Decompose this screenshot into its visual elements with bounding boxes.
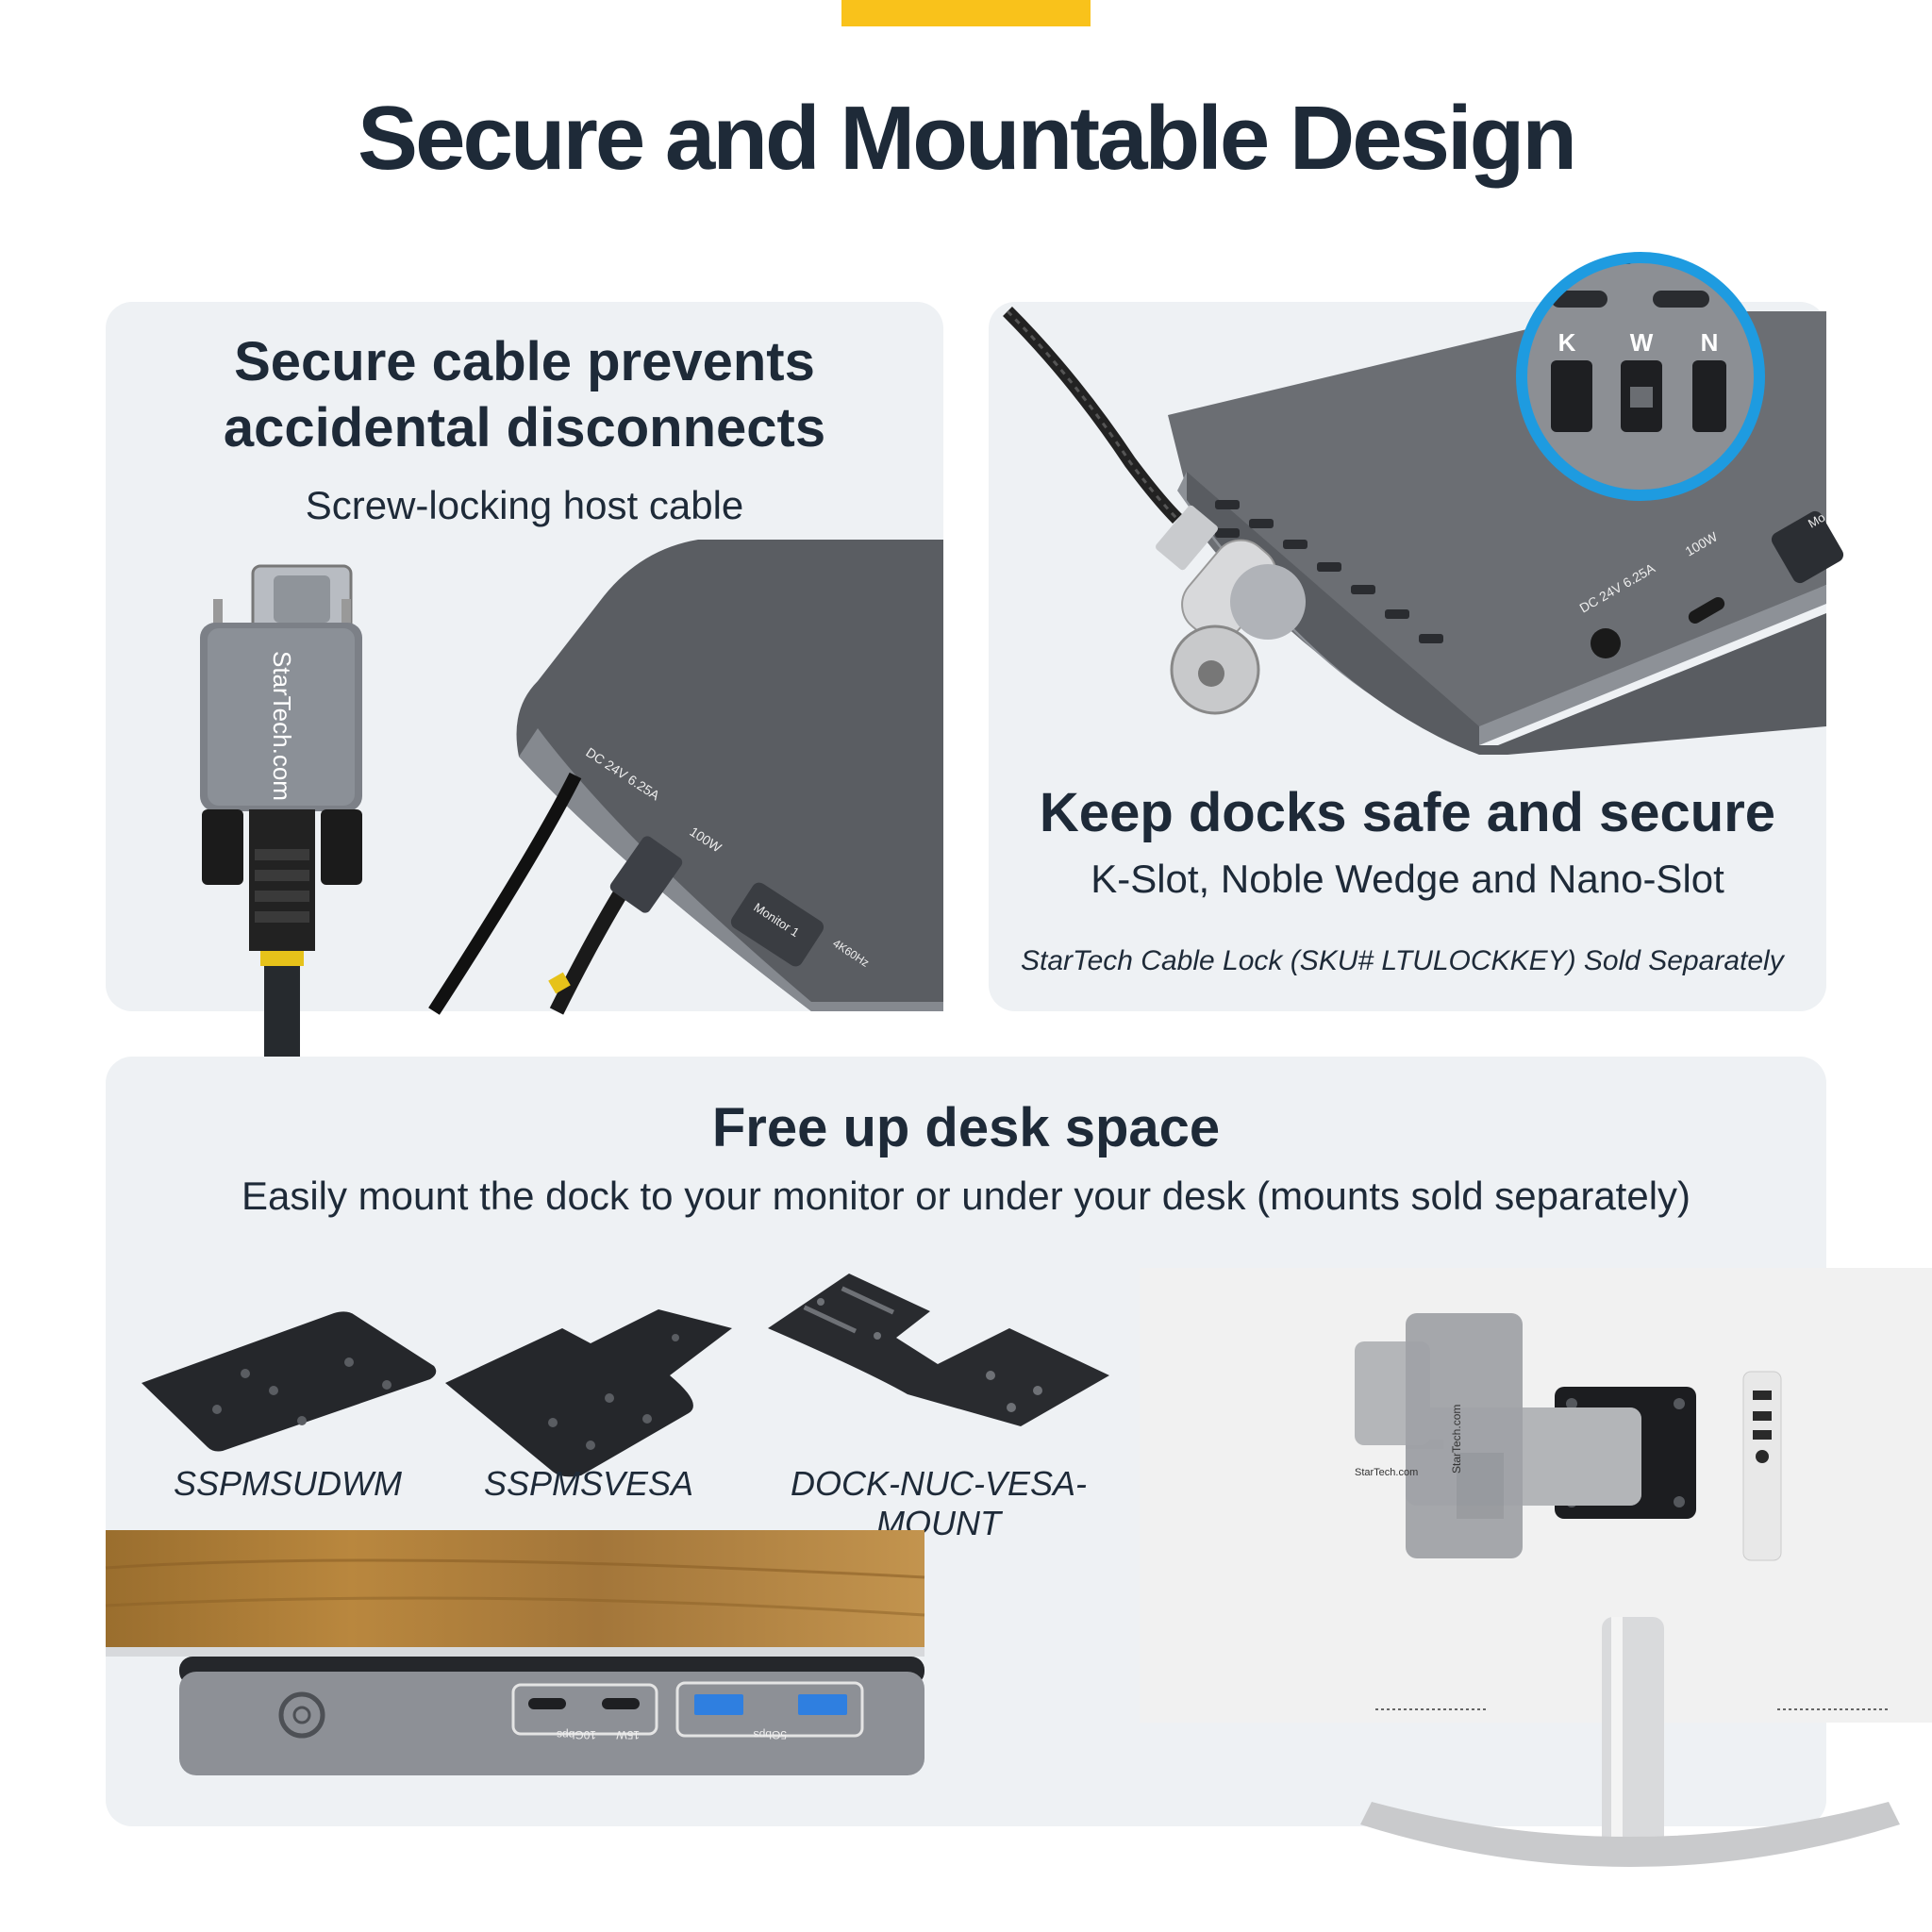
- dock-usba-speed-label: 5Gbps: [754, 1728, 787, 1741]
- connector-brand-text: StarTech.com: [268, 651, 296, 801]
- mount-plate-sspmsudwm-image: [142, 1311, 437, 1452]
- page-title: Secure and Mountable Design: [358, 88, 1577, 189]
- monitor-dock-brand-text: StarTech.com: [1450, 1405, 1463, 1474]
- mount-label-sspmsvesa: SSPMSVESA: [483, 1464, 694, 1503]
- slot-label-k: K: [1558, 328, 1576, 357]
- dock-usbc-speed-label: 10Gbps: [557, 1728, 596, 1741]
- cable-subheading: Screw-locking host cable: [305, 483, 744, 527]
- monitor-dock-brand-text-2: StarTech.com: [1355, 1467, 1418, 1478]
- cable-heading-line1: Secure cable prevents: [234, 331, 815, 392]
- lock-heading: Keep docks safe and secure: [1039, 782, 1776, 843]
- mount-subheading: Easily mount the dock to your monitor or…: [241, 1174, 1691, 1218]
- mount-label-sspmsudwm: SSPMSUDWM: [174, 1464, 402, 1503]
- lock-slots-zoom-image: K W N: [1516, 252, 1765, 501]
- lock-subheading: K-Slot, Noble Wedge and Nano-Slot: [1091, 857, 1724, 901]
- monitor-mounted-dock-image: StarTech.com StarTech.com: [1140, 1268, 1932, 1867]
- under-desk-dock-image: 10Gbps 15W 5Gbps: [105, 1530, 925, 1775]
- dock-with-cables-image: DC 24V 6.25A 100W Monitor 1 4K60Hz: [428, 540, 943, 1015]
- mount-plate-dock-nuc-vesa-mount-image: [768, 1274, 1109, 1426]
- slot-label-n: N: [1701, 328, 1719, 357]
- lock-note: StarTech Cable Lock (SKU# LTULOCKKEY) So…: [1021, 945, 1784, 976]
- accent-bar: [841, 0, 1091, 26]
- cable-heading-line2: accidental disconnects: [223, 397, 826, 458]
- mount-heading: Free up desk space: [711, 1097, 1221, 1158]
- screw-lock-connector-image: StarTech.com: [200, 564, 362, 1057]
- slot-label-w: W: [1630, 328, 1654, 357]
- mount-plate-sspmsvesa-image: [445, 1309, 732, 1477]
- dock-usbc-power-label: 15W: [616, 1728, 640, 1741]
